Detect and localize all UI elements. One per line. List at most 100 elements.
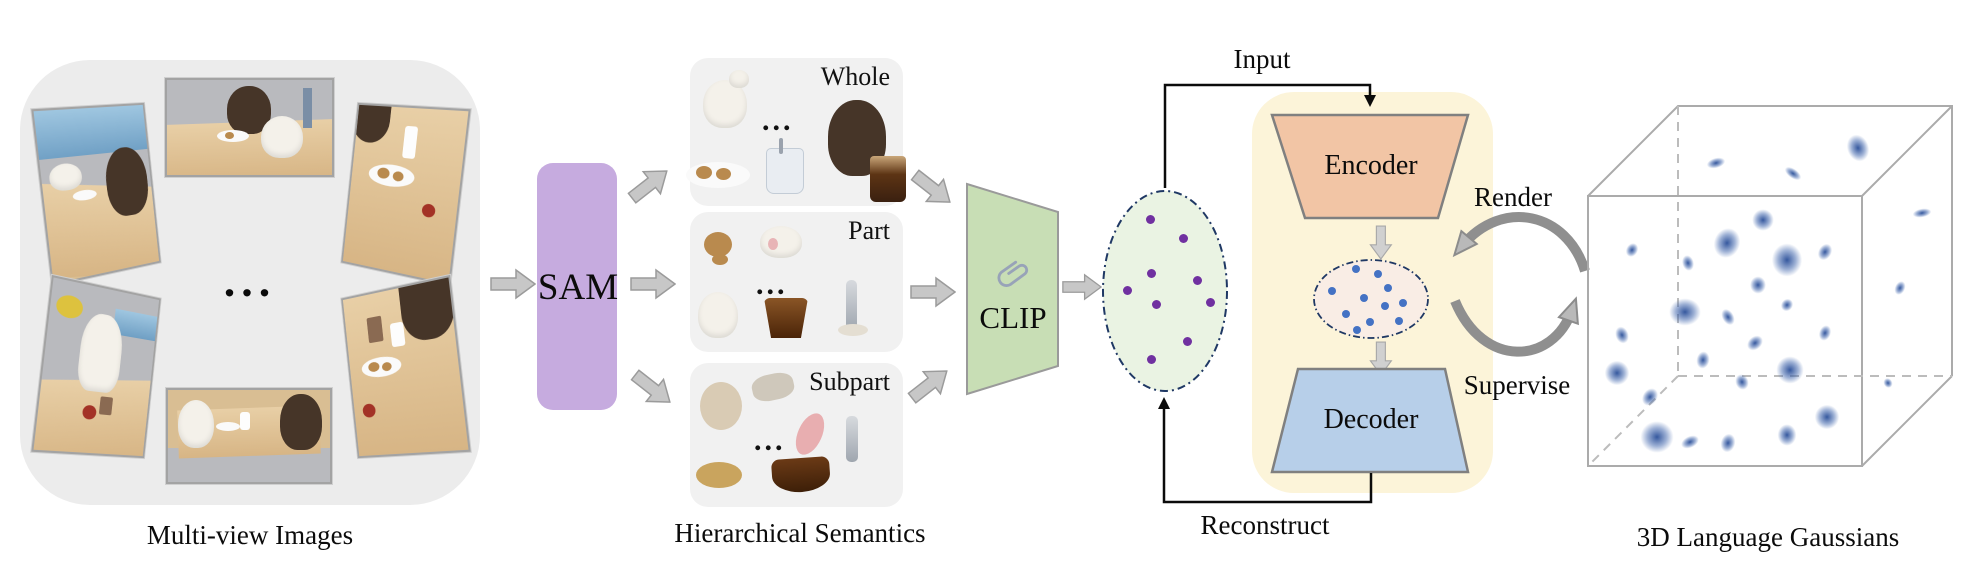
paperclip-icon <box>993 255 1033 299</box>
render-label: Render <box>1443 182 1583 213</box>
feature-dot <box>1183 337 1192 346</box>
gaussian-blob <box>1609 321 1634 350</box>
camera-photo-top-left <box>31 103 161 286</box>
feature-dot <box>1123 286 1132 295</box>
gaussian-blob <box>1810 400 1844 434</box>
gaussian-blob <box>1702 153 1731 173</box>
encoder-label: Encoder <box>1270 150 1472 182</box>
arrow-part-to-clip <box>910 276 956 313</box>
gaussian-blob <box>1620 237 1644 262</box>
gaussian-blob <box>1908 205 1936 221</box>
input-label: Input <box>1162 44 1362 75</box>
arrow-sam-to-part <box>630 268 676 305</box>
caption-hierarchical: Hierarchical Semantics <box>640 518 960 549</box>
reconstruct-label: Reconstruct <box>1165 510 1365 541</box>
decoder-label: Decoder <box>1270 404 1472 436</box>
gaussian-blob <box>1766 237 1808 283</box>
gaussian-blob <box>1703 217 1751 269</box>
cookie-part-cutout <box>712 254 728 265</box>
whole-ellipsis: ... <box>762 104 794 138</box>
arrow-whole-to-clip <box>901 162 960 219</box>
camera-photo-bottom-left <box>31 275 161 458</box>
feature-dot <box>1206 298 1215 307</box>
gaussian-blob <box>1715 428 1741 458</box>
gaussian-blob <box>1634 381 1665 414</box>
feature-dot <box>1352 265 1360 273</box>
whole-label: Whole <box>790 62 890 92</box>
arrow-sam-to-whole <box>621 158 680 215</box>
supervise-label: Supervise <box>1437 370 1597 401</box>
caption-gaussians: 3D Language Gaussians <box>1608 522 1928 553</box>
feature-dot <box>1147 355 1156 364</box>
spoon-cutout <box>779 138 783 154</box>
feature-dot <box>1399 299 1407 307</box>
gaussian-blob <box>1775 293 1799 317</box>
feature-dot <box>1381 302 1389 310</box>
gaussian-blob <box>1879 374 1896 392</box>
feature-dot <box>1146 215 1155 224</box>
spoon-handle-subpart-cutout <box>846 416 858 462</box>
spoon-rest-cutout <box>838 324 868 336</box>
arrow-clip-to-features <box>1062 272 1102 307</box>
cookie-cutout <box>696 166 712 179</box>
clip-feature-ellipse <box>1100 188 1230 394</box>
gaussian-blob <box>1814 320 1837 346</box>
clip-label: CLIP <box>965 300 1061 336</box>
arrow-sam-to-subpart <box>621 362 680 419</box>
multiview-ellipsis: ... <box>210 276 290 286</box>
egg-subpart-cutout <box>700 382 742 430</box>
feature-dots <box>1102 190 1228 392</box>
gaussian-blob <box>1600 356 1634 390</box>
sheep-head-part-cutout <box>760 226 802 258</box>
cookie-subpart-cutout <box>696 462 742 488</box>
gaussian-blob <box>1748 205 1778 235</box>
feature-dot <box>1395 317 1403 325</box>
gaussian-blob <box>1740 328 1770 357</box>
sheep-head-cutout <box>729 70 749 88</box>
spoon-part-cutout <box>846 280 857 330</box>
camera-photo-top-right <box>341 103 471 286</box>
gaussian-blob <box>1811 237 1839 267</box>
gaussian-blob <box>1634 415 1680 459</box>
arrow-encoder-to-latent <box>1365 225 1393 260</box>
gaussian-blob <box>1747 273 1769 297</box>
latent-ellipse <box>1311 257 1431 341</box>
feature-dot <box>1342 310 1350 318</box>
camera-photo-bottom <box>166 388 332 484</box>
part-ellipsis: ... <box>756 268 788 302</box>
feature-dot <box>1147 269 1156 278</box>
feature-dot <box>1179 234 1188 243</box>
feature-dot <box>1384 284 1392 292</box>
gaussian-blob <box>1774 420 1800 450</box>
gaussian-blob <box>1692 347 1714 374</box>
feature-dot <box>1328 287 1336 295</box>
sam-label: SAM <box>528 266 628 309</box>
camera-photo-bottom-right <box>341 275 471 458</box>
part-label: Part <box>790 216 890 246</box>
feature-dot <box>1353 326 1361 334</box>
feature-dot <box>1152 300 1161 309</box>
latent-dots <box>1313 259 1429 339</box>
gaussian-blob <box>1771 351 1809 389</box>
gaussian-blobs <box>1575 95 1965 475</box>
feature-dot <box>1374 270 1382 278</box>
gaussian-blob <box>1889 276 1910 300</box>
gaussian-blob <box>1663 293 1707 331</box>
cup-part-cutout <box>764 298 808 338</box>
arrow-subpart-to-clip <box>901 358 960 415</box>
feature-dot <box>1366 318 1374 326</box>
gaussian-blob <box>1779 160 1808 186</box>
feature-dot <box>1193 276 1202 285</box>
gaussian-cube <box>1575 95 1965 475</box>
caption-multi-view: Multi-view Images <box>100 520 400 551</box>
mug-cutout <box>766 148 804 194</box>
feature-dot <box>1360 294 1368 302</box>
sheep-ear-cutout <box>768 238 778 250</box>
gaussian-blob <box>1730 369 1754 396</box>
sheep-body-part-cutout <box>698 292 738 338</box>
cookie-cutout <box>716 168 731 180</box>
gaussian-blob <box>1715 303 1741 332</box>
gaussian-blob <box>1837 125 1878 171</box>
subpart-ellipsis: ... <box>754 424 786 458</box>
